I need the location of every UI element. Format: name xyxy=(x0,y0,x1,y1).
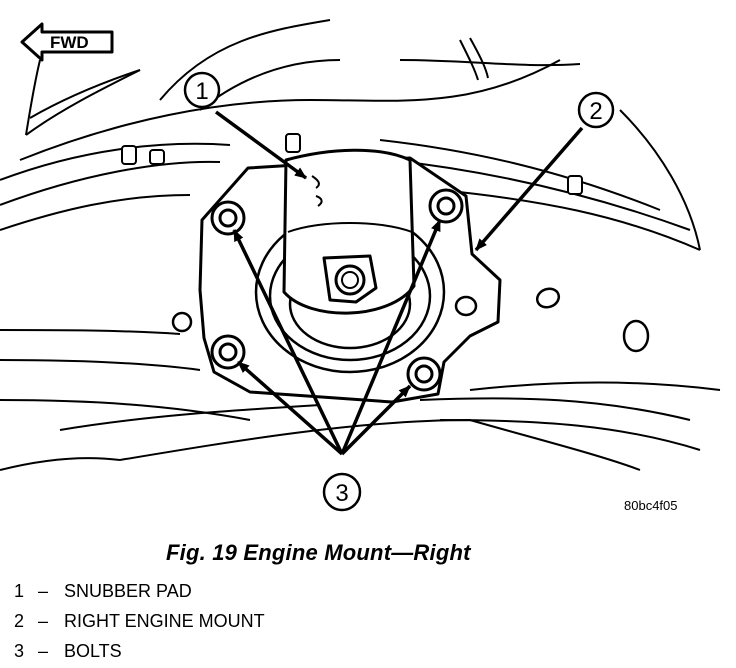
callout-3: 3 xyxy=(322,472,362,512)
harness-clip-icon xyxy=(121,133,583,195)
legend-item: 2–RIGHT ENGINE MOUNT xyxy=(14,611,265,631)
panel-holes xyxy=(171,287,650,353)
fwd-label: FWD xyxy=(50,33,89,52)
engine-mount-diagram: FWD xyxy=(0,19,721,512)
legend-item: 1–SNUBBER PAD xyxy=(14,581,192,601)
figure-caption: Fig. 19 Engine Mount—Right xyxy=(166,540,471,565)
legend: 1–SNUBBER PAD 2–RIGHT ENGINE MOUNT 3–BOL… xyxy=(14,576,265,666)
svg-text:1: 1 xyxy=(195,78,208,105)
legend-item: 3–BOLTS xyxy=(14,641,122,661)
callout-2: 2 xyxy=(577,91,615,129)
leader-lines xyxy=(214,110,584,456)
svg-text:2: 2 xyxy=(589,98,602,125)
callout-1: 1 xyxy=(183,71,221,109)
bolt-icon xyxy=(210,188,464,392)
center-stud xyxy=(322,254,378,304)
fwd-arrow-icon: FWD xyxy=(20,22,114,62)
svg-text:3: 3 xyxy=(335,480,348,507)
figure-code: 80bc4f05 xyxy=(624,498,678,513)
